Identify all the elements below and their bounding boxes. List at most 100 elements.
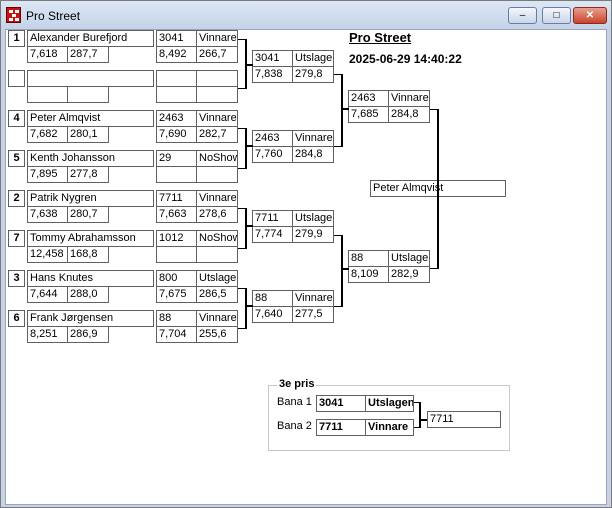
result-speed-field[interactable] xyxy=(196,166,238,183)
result-speed-field[interactable] xyxy=(196,86,238,103)
speed-field[interactable]: 286,9 xyxy=(67,326,109,343)
driver-name-field[interactable]: Alexander Burefjord xyxy=(27,30,154,47)
car-number-field[interactable] xyxy=(156,70,197,87)
speed-field[interactable]: 280,7 xyxy=(67,206,109,223)
sf-et-field[interactable]: 8,109 xyxy=(348,266,389,283)
result-speed-field[interactable]: 286,5 xyxy=(196,286,238,303)
car-number-field[interactable]: 29 xyxy=(156,150,197,167)
sf-et-field[interactable]: 7,685 xyxy=(348,106,389,123)
title-bar[interactable]: Pro Street – □ ✕ xyxy=(1,1,611,29)
result-label-field[interactable]: Utslagen xyxy=(196,270,238,287)
driver-name-field[interactable]: Patrik Nygren xyxy=(27,190,154,207)
result-speed-field[interactable]: 255,6 xyxy=(196,326,238,343)
result-label-field[interactable]: NoShow xyxy=(196,150,238,167)
r2-car-number-field[interactable]: 7711 xyxy=(252,210,293,227)
seed-box: 3 xyxy=(8,270,25,287)
lane2-number-field[interactable]: 7711 xyxy=(316,419,366,436)
lane1-label: Bana 1 xyxy=(277,396,312,408)
reaction-time-field[interactable]: 7,644 xyxy=(27,286,68,303)
et-field[interactable]: 7,675 xyxy=(156,286,197,303)
reaction-time-field[interactable]: 7,618 xyxy=(27,46,68,63)
result-speed-field[interactable] xyxy=(196,246,238,263)
et-field[interactable]: 7,663 xyxy=(156,206,197,223)
et-field[interactable] xyxy=(156,246,197,263)
speed-field[interactable] xyxy=(67,86,109,103)
car-number-field[interactable]: 88 xyxy=(156,310,197,327)
speed-field[interactable]: 288,0 xyxy=(67,286,109,303)
driver-name-field[interactable]: Frank Jørgensen xyxy=(27,310,154,327)
lane1-number-field[interactable]: 3041 xyxy=(316,395,366,412)
et-field[interactable] xyxy=(156,166,197,183)
car-number-field[interactable]: 2463 xyxy=(156,110,197,127)
r2-car-number-field[interactable]: 88 xyxy=(252,290,293,307)
car-number-field[interactable]: 1012 xyxy=(156,230,197,247)
sf-car-number-field[interactable]: 2463 xyxy=(348,90,389,107)
r2-car-number-field[interactable]: 2463 xyxy=(252,130,293,147)
sf-car-number-field[interactable]: 88 xyxy=(348,250,389,267)
third-place-winner-field[interactable]: 7711 xyxy=(427,411,501,428)
speed-field[interactable]: 277,8 xyxy=(67,166,109,183)
result-label-field[interactable]: NoShow xyxy=(196,230,238,247)
seed-box: 7 xyxy=(8,230,25,247)
seed-box xyxy=(8,70,25,87)
sf-speed-field[interactable]: 284,8 xyxy=(388,106,430,123)
sf-speed-field[interactable]: 282,9 xyxy=(388,266,430,283)
sf-result-label-field[interactable]: Utslagen xyxy=(388,250,430,267)
minimize-button[interactable]: – xyxy=(508,7,537,24)
r2-et-field[interactable]: 7,838 xyxy=(252,66,293,83)
r2-car-number-field[interactable]: 3041 xyxy=(252,50,293,67)
r2-et-field[interactable]: 7,640 xyxy=(252,306,293,323)
result-speed-field[interactable]: 282,7 xyxy=(196,126,238,143)
reaction-time-field[interactable]: 7,638 xyxy=(27,206,68,223)
r2-result-label-field[interactable]: Vinnare xyxy=(292,130,334,147)
driver-name-field[interactable]: Tommy Abrahamsson xyxy=(27,230,154,247)
r2-speed-field[interactable]: 284,8 xyxy=(292,146,334,163)
car-number-field[interactable]: 7711 xyxy=(156,190,197,207)
seed-box: 4 xyxy=(8,110,25,127)
result-label-field[interactable]: Vinnare xyxy=(196,30,238,47)
window-title: Pro Street xyxy=(26,9,81,23)
reaction-time-field[interactable]: 7,895 xyxy=(27,166,68,183)
driver-name-field[interactable]: Kenth Johansson xyxy=(27,150,154,167)
lane2-result-field[interactable]: Vinnare xyxy=(365,419,414,436)
driver-name-field[interactable]: Hans Knutes xyxy=(27,270,154,287)
driver-name-field[interactable]: Peter Almqvist xyxy=(27,110,154,127)
et-field[interactable] xyxy=(156,86,197,103)
result-speed-field[interactable]: 266,7 xyxy=(196,46,238,63)
r2-speed-field[interactable]: 279,9 xyxy=(292,226,334,243)
reaction-time-field[interactable]: 7,682 xyxy=(27,126,68,143)
reaction-time-field[interactable] xyxy=(27,86,68,103)
speed-field[interactable]: 280,1 xyxy=(67,126,109,143)
result-speed-field[interactable]: 278,6 xyxy=(196,206,238,223)
lane1-result-field[interactable]: Utslagen xyxy=(365,395,414,412)
r2-result-label-field[interactable]: Utslagen xyxy=(292,50,334,67)
car-number-field[interactable]: 3041 xyxy=(156,30,197,47)
result-label-field[interactable]: Vinnare xyxy=(196,190,238,207)
et-field[interactable]: 7,704 xyxy=(156,326,197,343)
driver-name-field[interactable] xyxy=(27,70,154,87)
reaction-time-field[interactable]: 8,251 xyxy=(27,326,68,343)
car-number-field[interactable]: 800 xyxy=(156,270,197,287)
reaction-time-field[interactable]: 12,458 xyxy=(27,246,68,263)
r2-result-label-field[interactable]: Vinnare xyxy=(292,290,334,307)
maximize-button[interactable]: □ xyxy=(542,7,571,24)
et-field[interactable]: 8,492 xyxy=(156,46,197,63)
result-label-field[interactable]: Vinnare xyxy=(196,310,238,327)
r2-et-field[interactable]: 7,774 xyxy=(252,226,293,243)
seed-box: 1 xyxy=(8,30,25,47)
r2-result-label-field[interactable]: Utslagen xyxy=(292,210,334,227)
speed-field[interactable]: 287,7 xyxy=(67,46,109,63)
r2-et-field[interactable]: 7,760 xyxy=(252,146,293,163)
speed-field[interactable]: 168,8 xyxy=(67,246,109,263)
sf-result-label-field[interactable]: Vinnare xyxy=(388,90,430,107)
app-flag-icon xyxy=(6,7,21,23)
r2-speed-field[interactable]: 279,8 xyxy=(292,66,334,83)
seed-box: 2 xyxy=(8,190,25,207)
close-button[interactable]: ✕ xyxy=(573,7,607,24)
r2-speed-field[interactable]: 277,5 xyxy=(292,306,334,323)
result-label-field[interactable] xyxy=(196,70,238,87)
result-label-field[interactable]: Vinnare xyxy=(196,110,238,127)
et-field[interactable]: 7,690 xyxy=(156,126,197,143)
